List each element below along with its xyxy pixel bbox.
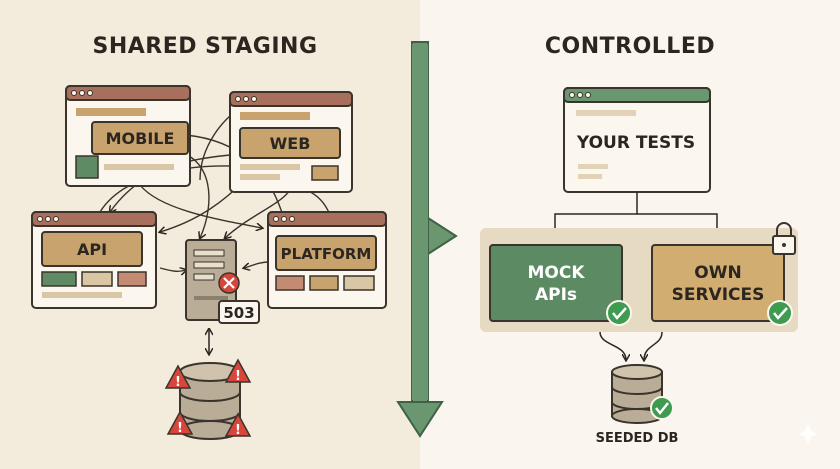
mock-label-line1: MOCK [527, 263, 585, 283]
platform-label: PLATFORM [281, 245, 372, 263]
error-x-icon [218, 272, 240, 294]
seeded-db-label: SEEDED DB [596, 431, 679, 446]
shared-staging-title: SHARED STAGING [92, 34, 318, 59]
api-label: API [77, 240, 107, 259]
warning-icon: ! [166, 410, 194, 436]
warning-icon: ! [224, 412, 252, 438]
web-label: WEB [270, 134, 311, 153]
platform-window: PLATFORM [267, 211, 387, 309]
svg-text:!: ! [175, 375, 181, 390]
services-db-connector [599, 331, 663, 360]
your-tests-label: YOUR TESTS [576, 133, 695, 153]
own-label-line2: SERVICES [672, 285, 765, 305]
check-icon [606, 300, 632, 326]
web-window: WEB [229, 91, 353, 193]
check-icon [767, 300, 793, 326]
controlled-title: CONTROLLED [544, 34, 716, 59]
check-icon [650, 396, 674, 420]
mobile-label: MOBILE [106, 129, 175, 148]
svg-text:!: ! [235, 423, 241, 438]
mobile-window: MOBILE [65, 85, 191, 187]
own-label-line1: OWN [694, 263, 741, 283]
warning-icon: ! [224, 358, 252, 384]
sparkle-icon [798, 424, 818, 444]
svg-text:!: ! [235, 369, 241, 384]
error-code: 503 [223, 304, 254, 322]
warning-icon: ! [164, 364, 192, 390]
divider-arrow [396, 41, 458, 438]
svg-text:!: ! [177, 421, 183, 436]
error-code-badge: 503 [218, 300, 260, 324]
your-tests-window: YOUR TESTS [563, 87, 711, 193]
mock-label-line2: APIs [535, 285, 577, 305]
api-window: API [31, 211, 157, 309]
lock-icon [772, 222, 796, 255]
mock-apis-box: MOCK APIs [489, 244, 623, 322]
own-services-box: OWN SERVICES [651, 244, 785, 322]
